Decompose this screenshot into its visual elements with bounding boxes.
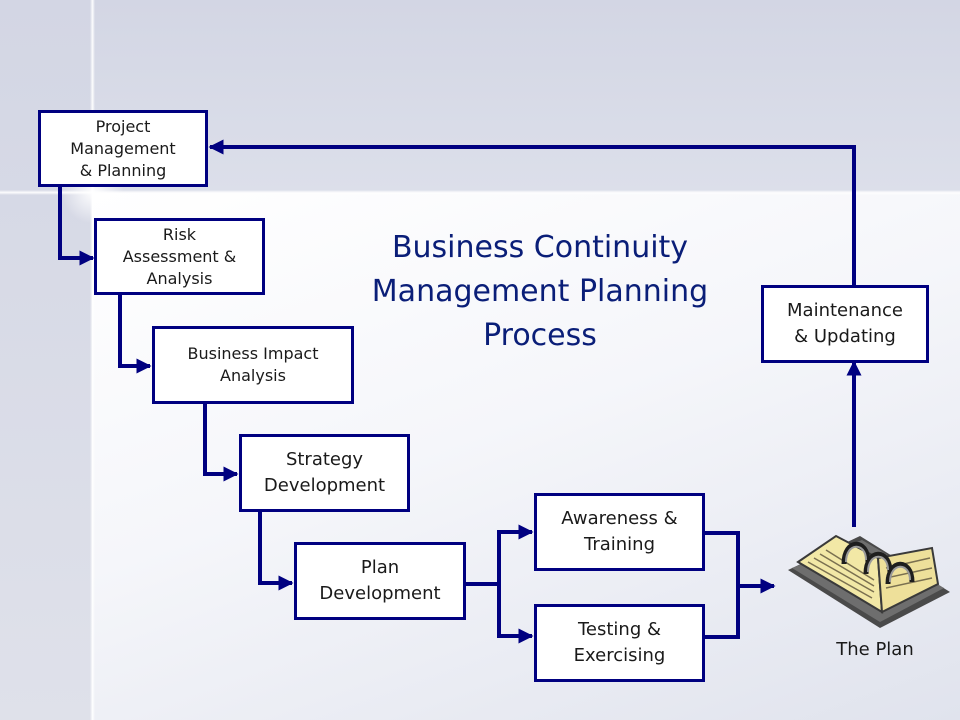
arrow-split-to-testing — [497, 584, 534, 644]
light-flare-vertical — [90, 0, 95, 720]
step-risk-assessment: Risk Assessment & Analysis — [94, 218, 265, 295]
line-testing-out — [704, 586, 740, 639]
step-business-impact: Business Impact Analysis — [152, 326, 354, 404]
arrow-strategy-to-plan — [258, 510, 294, 591]
step-testing-exercising: Testing & Exercising — [534, 604, 705, 682]
arrow-maintenance-to-project — [208, 139, 856, 286]
arrow-impact-to-strategy — [203, 403, 239, 482]
arrow-split-to-awareness — [497, 524, 534, 584]
step-plan-development: Plan Development — [294, 542, 466, 620]
the-plan-label: The Plan — [836, 639, 914, 660]
step-awareness-training: Awareness & Training — [534, 493, 705, 571]
step-maintenance-updating: Maintenance & Updating — [761, 285, 929, 363]
arrow-project-to-risk — [58, 186, 95, 266]
step-project-management: Project Management & Planning — [38, 110, 208, 187]
diagram-title: Business Continuity Management Planning … — [371, 230, 709, 353]
arrow-risk-to-impact — [118, 294, 152, 374]
light-flare-horizontal — [0, 190, 960, 195]
line-awareness-out — [704, 531, 740, 586]
step-strategy-development: Strategy Development — [239, 434, 410, 512]
the-plan-book-icon — [788, 534, 950, 628]
